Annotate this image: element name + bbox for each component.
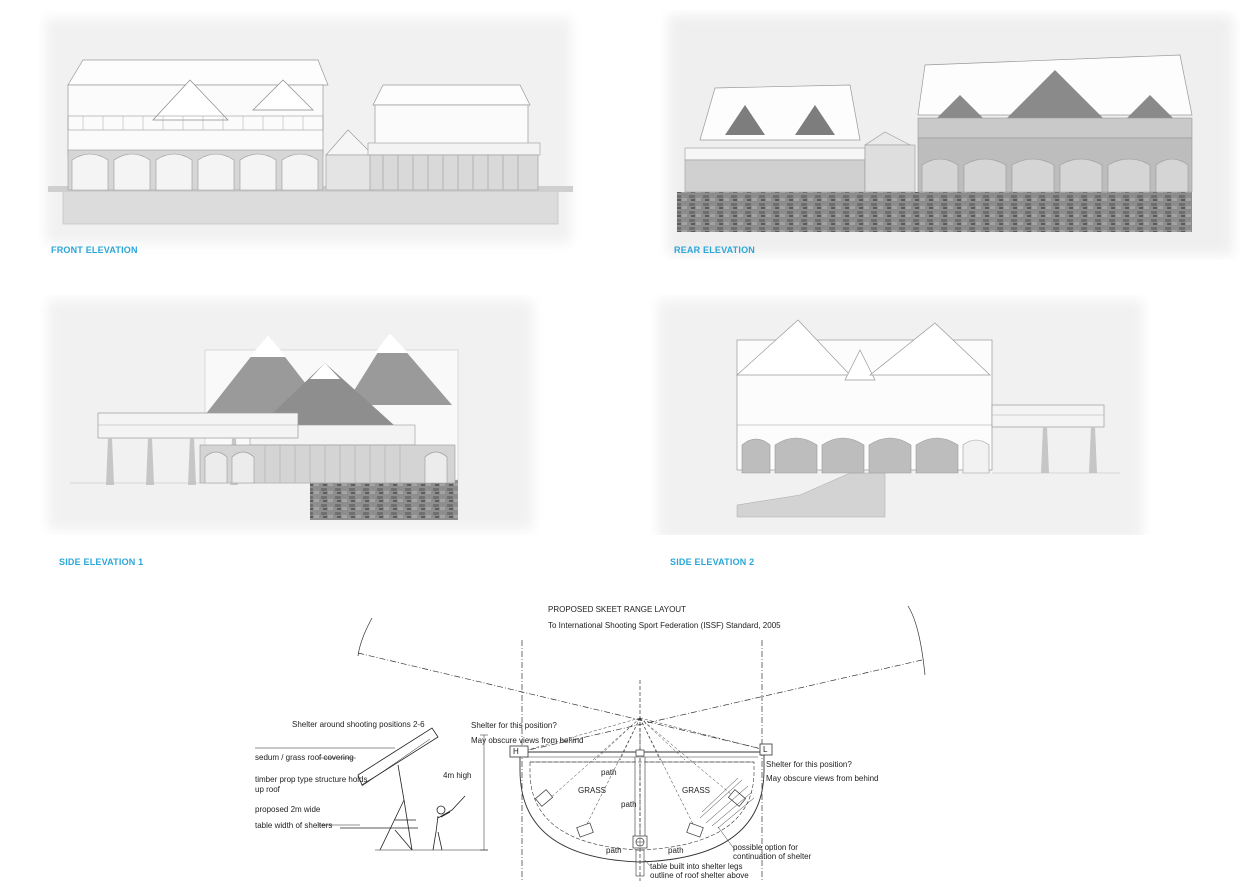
- path-mid-label: path: [621, 800, 637, 809]
- width-label-1: proposed 2m wide: [255, 805, 321, 814]
- side-elevation-2-drawing: [658, 300, 1143, 540]
- shelter-section-sketch: [255, 727, 488, 851]
- skeet-range-layout-drawing: [255, 605, 926, 881]
- outline-note: outline of roof shelter above: [650, 871, 749, 880]
- side-elevation-2-panel: SIDE ELEVATION 2: [650, 295, 1150, 575]
- left-shelter-note: May obscure views from behind: [471, 736, 584, 745]
- timber-structure-label-1: timber prop type structure holds: [255, 775, 368, 784]
- skeet-field-outline: [519, 751, 765, 863]
- front-elevation-panel: FRONT ELEVATION: [38, 10, 583, 260]
- left-range-arc: [357, 617, 373, 657]
- width-label-2: table width of shelters: [255, 821, 333, 830]
- skeet-layout-subtitle: To International Shooting Sport Federati…: [548, 621, 781, 630]
- grass-right-label: GRASS: [682, 786, 711, 795]
- left-shelter-question: Shelter for this position?: [471, 721, 557, 730]
- side-elevation-1-panel: SIDE ELEVATION 1: [40, 295, 540, 575]
- right-shelter-note: May obscure views from behind: [766, 774, 879, 783]
- path-bottom-right-label: path: [668, 846, 684, 855]
- high-house-label: H: [513, 747, 519, 756]
- shelter-option-note-2: continuation of shelter: [733, 852, 812, 861]
- low-house-label: L: [763, 745, 768, 754]
- timber-structure-label-2: up roof: [255, 785, 280, 794]
- shelter-option-note-1: possible option for: [733, 843, 798, 852]
- right-firing-line: [519, 659, 923, 753]
- skeet-layout-title: PROPOSED SKEET RANGE LAYOUT: [548, 605, 686, 614]
- rear-elevation-drawing: [668, 15, 1233, 255]
- side-elevation-1-caption: SIDE ELEVATION 1: [59, 557, 144, 567]
- grass-left-label: GRASS: [578, 786, 607, 795]
- front-elevation-caption: FRONT ELEVATION: [51, 245, 138, 255]
- rear-elevation-caption: REAR ELEVATION: [674, 245, 755, 255]
- front-elevation-drawing: [46, 18, 573, 243]
- path-top-label: path: [601, 768, 617, 777]
- path-bottom-left-label: path: [606, 846, 622, 855]
- left-firing-line: [357, 652, 759, 749]
- table-note: table built into shelter legs: [650, 862, 743, 871]
- side-elevation-2-caption: SIDE ELEVATION 2: [670, 557, 755, 567]
- rear-elevation-panel: REAR ELEVATION: [660, 10, 1240, 260]
- height-label: 4m high: [443, 771, 472, 780]
- right-range-arc: [907, 605, 926, 676]
- right-shelter-question: Shelter for this position?: [766, 760, 852, 769]
- side-elevation-1-drawing: [48, 300, 533, 530]
- shelter-heading: Shelter around shooting positions 2-6: [292, 720, 425, 729]
- roof-covering-label: sedum / grass roof covering: [255, 753, 354, 762]
